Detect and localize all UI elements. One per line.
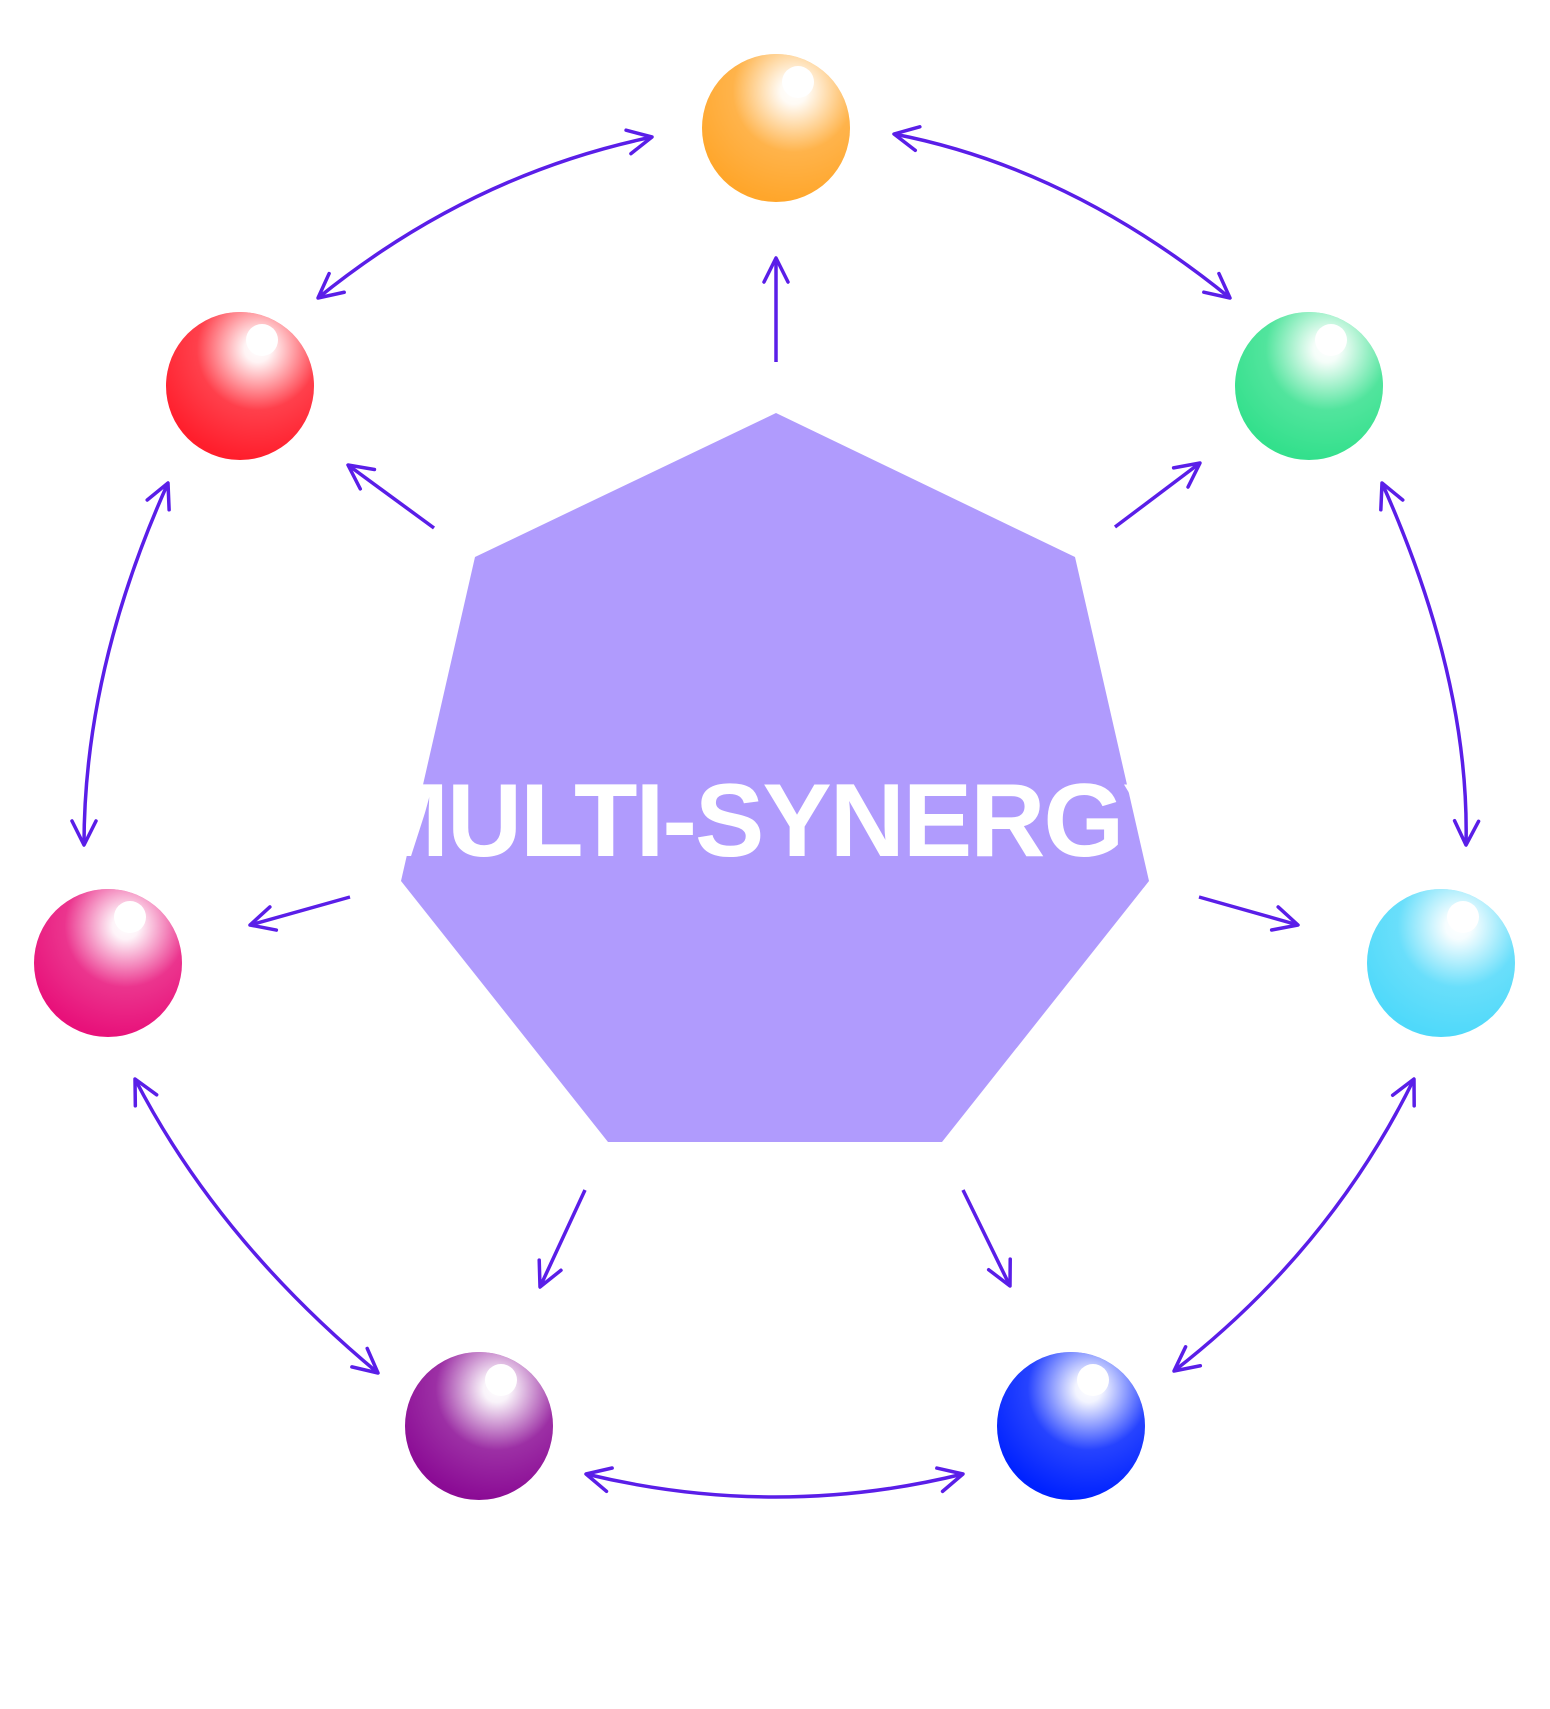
ring-link-green-cyan — [1379, 481, 1481, 847]
purple-sphere — [405, 1352, 553, 1500]
center-arrows — [248, 256, 1300, 1289]
green-sphere-specular — [1315, 324, 1347, 356]
ring-link-red-orange — [316, 128, 654, 300]
ring-link-pink-red — [70, 481, 171, 847]
red-sphere — [166, 312, 314, 460]
blue-sphere — [997, 1352, 1145, 1500]
cyan-sphere-highlight — [1367, 889, 1515, 1037]
orange-sphere — [702, 54, 850, 202]
center-arrow-to-blue — [961, 1189, 1012, 1288]
cyan-sphere — [1367, 889, 1515, 1037]
ring-link-purple-pink — [133, 1077, 380, 1375]
purple-sphere-specular — [485, 1364, 517, 1396]
red-sphere-highlight — [166, 312, 314, 460]
purple-sphere-highlight — [405, 1352, 553, 1500]
pink-sphere-highlight — [34, 889, 182, 1037]
ring-link-orange-green — [892, 125, 1232, 300]
ring-link-cyan-blue — [1172, 1077, 1416, 1373]
center-arrow-to-cyan — [1198, 895, 1300, 932]
red-sphere-specular — [246, 324, 278, 356]
center-arrow-to-green — [1113, 461, 1202, 529]
pink-sphere-specular — [114, 901, 146, 933]
center-arrow-to-pink — [248, 895, 351, 932]
ring-link-blue-purple — [584, 1466, 965, 1499]
blue-sphere-highlight — [997, 1352, 1145, 1500]
center-arrow-to-purple — [537, 1189, 587, 1289]
cyan-sphere-specular — [1447, 901, 1479, 933]
center-arrow-to-red — [346, 463, 436, 530]
green-sphere-highlight — [1235, 312, 1383, 460]
pink-sphere — [34, 889, 182, 1037]
nodes — [34, 54, 1515, 1500]
orange-sphere-specular — [782, 66, 814, 98]
blue-sphere-specular — [1077, 1364, 1109, 1396]
center-heptagon — [401, 413, 1149, 1142]
ring-links — [70, 125, 1481, 1499]
orange-sphere-highlight — [702, 54, 850, 202]
center-label: MULTI-SYNERGY — [362, 763, 1190, 879]
green-sphere — [1235, 312, 1383, 460]
